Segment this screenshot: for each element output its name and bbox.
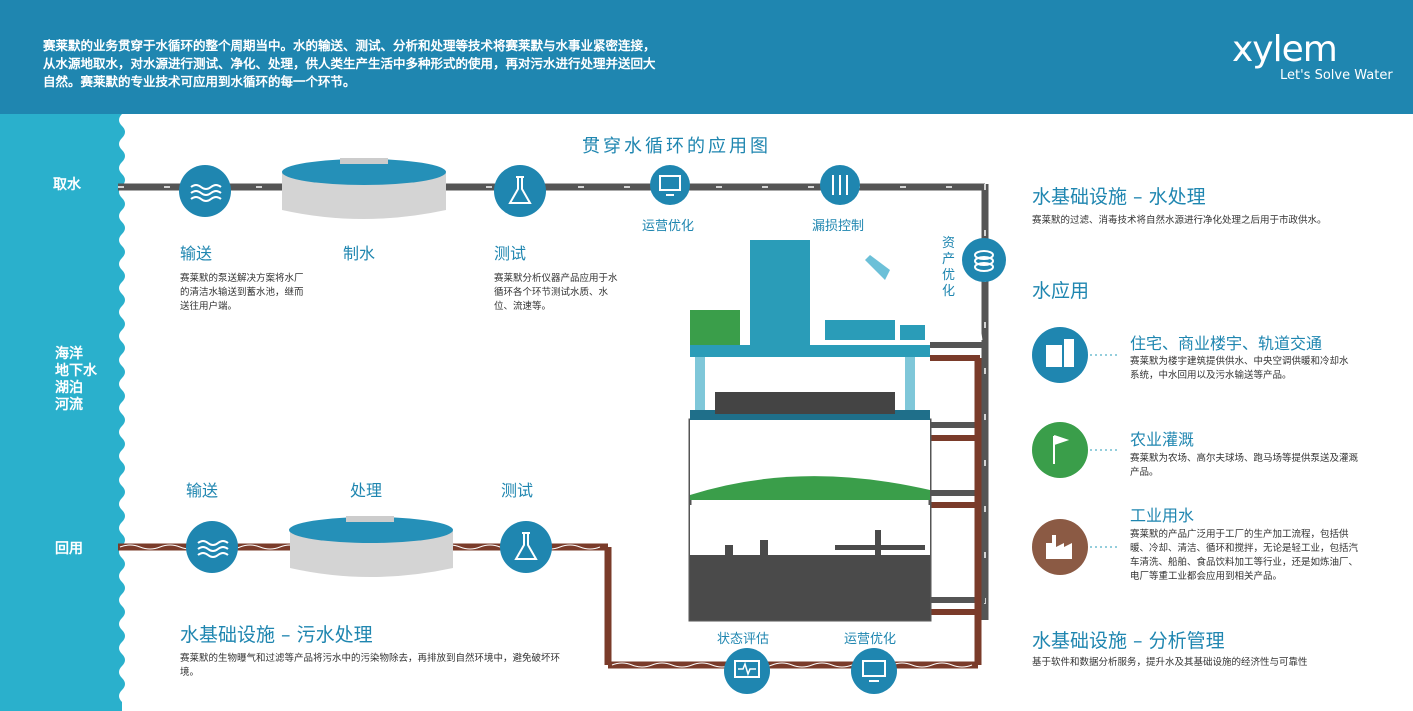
- slider-control-icon: [820, 165, 860, 205]
- header-banner: 赛莱默的业务贯穿于水循环的整个周期当中。水的输送、测试、分析和处理等技术将赛莱默…: [0, 0, 1413, 114]
- top-transport-desc: 赛莱默的泵送解决方案将水厂的清洁水输送到蓄水池，继而送往用户端。: [180, 273, 304, 312]
- golf-flag-icon: [1032, 422, 1088, 478]
- water-treatment-desc: 赛莱默的过滤、消毒技术将自然水源进行净化处理之后用于市政供水。: [1032, 215, 1327, 226]
- leak-control-label: 漏损控制: [812, 219, 865, 234]
- city-illustration: [688, 240, 932, 622]
- bottom-treatment-label: 处理: [350, 481, 383, 500]
- reuse-label: 回用: [55, 541, 83, 557]
- connector-lines: [1090, 354, 1120, 548]
- residential-title: 住宅、商业楼宇、轨道交通: [1130, 334, 1323, 353]
- analytics-desc: 基于软件和数据分析服务，提升水及其基础设施的经济性与可靠性: [1032, 657, 1308, 668]
- treatment-tank-top: [282, 158, 446, 219]
- factory-icon: [1032, 519, 1088, 575]
- bottom-flask-icon: [500, 521, 552, 573]
- intake-label: 取水: [53, 177, 81, 193]
- residential-desc: 赛莱默为楼宇建筑提供供水、中央空调供暖和冷却水系统，中水回用以及污水输送等产品。: [1130, 356, 1349, 381]
- asset-optimization-label: 资产优化: [942, 236, 956, 299]
- wastewater-desc: 赛莱默的生物曝气和过滤等产品将污水中的污染物除去，再排放到自然环境中，避免破坏环…: [180, 653, 561, 678]
- distribution-pipes: [930, 342, 985, 615]
- ops-optimization-label: 运营优化: [642, 219, 695, 234]
- agriculture-desc: 赛莱默为农场、高尔夫球场、跑马场等提供泵送及灌溉产品。: [1130, 453, 1359, 478]
- top-testing-desc: 赛莱默分析仪器产品应用于水循环各个环节测试水质、水位、流速等。: [494, 273, 618, 312]
- pulse-monitor-icon: [724, 648, 770, 694]
- building-icon: [1032, 327, 1088, 383]
- pump-wave-icon: [179, 165, 231, 217]
- analytics-title: 水基础设施 – 分析管理: [1032, 630, 1225, 652]
- top-testing-label: 测试: [494, 244, 527, 263]
- source-groundwater: 地下水: [55, 363, 97, 379]
- water-treatment-title: 水基础设施 – 水处理: [1032, 186, 1206, 208]
- bottom-ops-optimization-label: 运营优化: [844, 632, 897, 647]
- industrial-desc: 赛莱默的产品广泛用于工厂的生产加工流程，包括供暖、冷却、清洁、循环和搅拌，无论是…: [1130, 529, 1359, 582]
- water-source-sidebar: 取水 海洋 地下水 湖泊 河流 回用: [0, 114, 132, 711]
- top-transport-label: 输送: [180, 244, 213, 263]
- flask-icon: [494, 165, 546, 217]
- source-ocean: 海洋: [55, 346, 83, 362]
- wavy-edge: [119, 114, 132, 711]
- treatment-tank-bottom: [289, 516, 453, 577]
- bottom-pump-wave-icon: [186, 521, 238, 573]
- xylem-logo: xylem Let's Solve Water: [1232, 29, 1393, 84]
- agriculture-title: 农业灌溉: [1130, 430, 1195, 449]
- intro-text: 赛莱默的业务贯穿于水循环的整个周期当中。水的输送、测试、分析和处理等技术将赛莱默…: [43, 38, 656, 89]
- water-use-title: 水应用: [1032, 280, 1090, 302]
- industrial-title: 工业用水: [1130, 506, 1195, 525]
- condition-assessment-label: 状态评估: [717, 632, 770, 647]
- diagram-title: 贯穿水循环的应用图: [582, 136, 771, 157]
- source-lake: 湖泊: [55, 380, 83, 396]
- logo-brand: xylem: [1232, 29, 1338, 70]
- bottom-testing-label: 测试: [501, 481, 534, 500]
- top-treatment-label: 制水: [343, 244, 376, 263]
- bottom-monitor-check-icon: [851, 648, 897, 694]
- source-river: 河流: [55, 397, 83, 413]
- monitor-check-icon: [650, 165, 690, 205]
- wastewater-title: 水基础设施 – 污水处理: [180, 624, 373, 646]
- coins-icon: [962, 238, 1006, 282]
- logo-tagline: Let's Solve Water: [1280, 68, 1393, 83]
- bottom-transport-label: 输送: [186, 481, 219, 500]
